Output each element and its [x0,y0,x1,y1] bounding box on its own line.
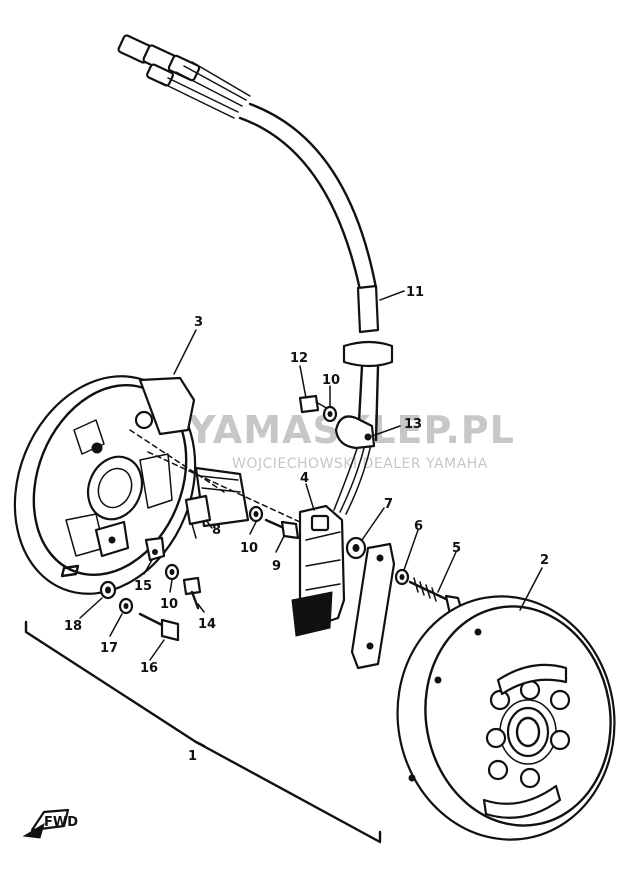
callout-7: 7 [384,497,393,512]
callout-16: 16 [140,661,158,676]
washer-17 [118,597,134,615]
callouts: 1 2 3 4 5 6 7 8 9 10 10 10 11 12 13 14 1… [64,285,549,764]
leader-lines [79,290,543,661]
wire-sheath [238,102,394,442]
callout-10-upper: 10 [322,373,340,388]
callout-17: 17 [100,641,118,656]
callout-18: 18 [64,619,82,634]
washer-6 [394,568,410,586]
washer-10-low [164,563,180,581]
assembly-bracket-1 [24,620,382,844]
washer-10-mid [248,505,264,523]
front-marker: FWD [22,808,78,839]
callout-5: 5 [452,541,461,556]
callout-13: 13 [404,417,422,432]
washer-18 [99,580,117,600]
front-marker-label: FWD [44,815,78,830]
flywheel-rotor [396,595,616,841]
callout-11: 11 [406,285,424,300]
callout-10-low: 10 [160,597,178,612]
callout-2: 2 [540,553,549,568]
callout-14: 14 [198,617,216,632]
pickup-bracket [350,542,396,670]
pickup-coil [291,504,346,637]
wire-connector [117,34,251,119]
callout-12: 12 [290,351,308,366]
callout-1: 1 [188,749,197,764]
bolt-16 [138,612,180,642]
wire-clamp [334,415,376,450]
callout-9: 9 [272,559,281,574]
callout-3: 3 [194,315,203,330]
screw-14 [182,576,202,610]
callout-15: 15 [134,579,152,594]
screw-9 [264,518,300,540]
clip-15 [144,536,166,562]
callout-6: 6 [414,519,423,534]
callout-10-mid: 10 [240,541,258,556]
screw-12 [298,394,331,414]
washer-10-upper [322,405,338,423]
callout-8: 8 [212,523,221,538]
spacer-7 [345,536,367,560]
callout-4: 4 [300,471,309,486]
